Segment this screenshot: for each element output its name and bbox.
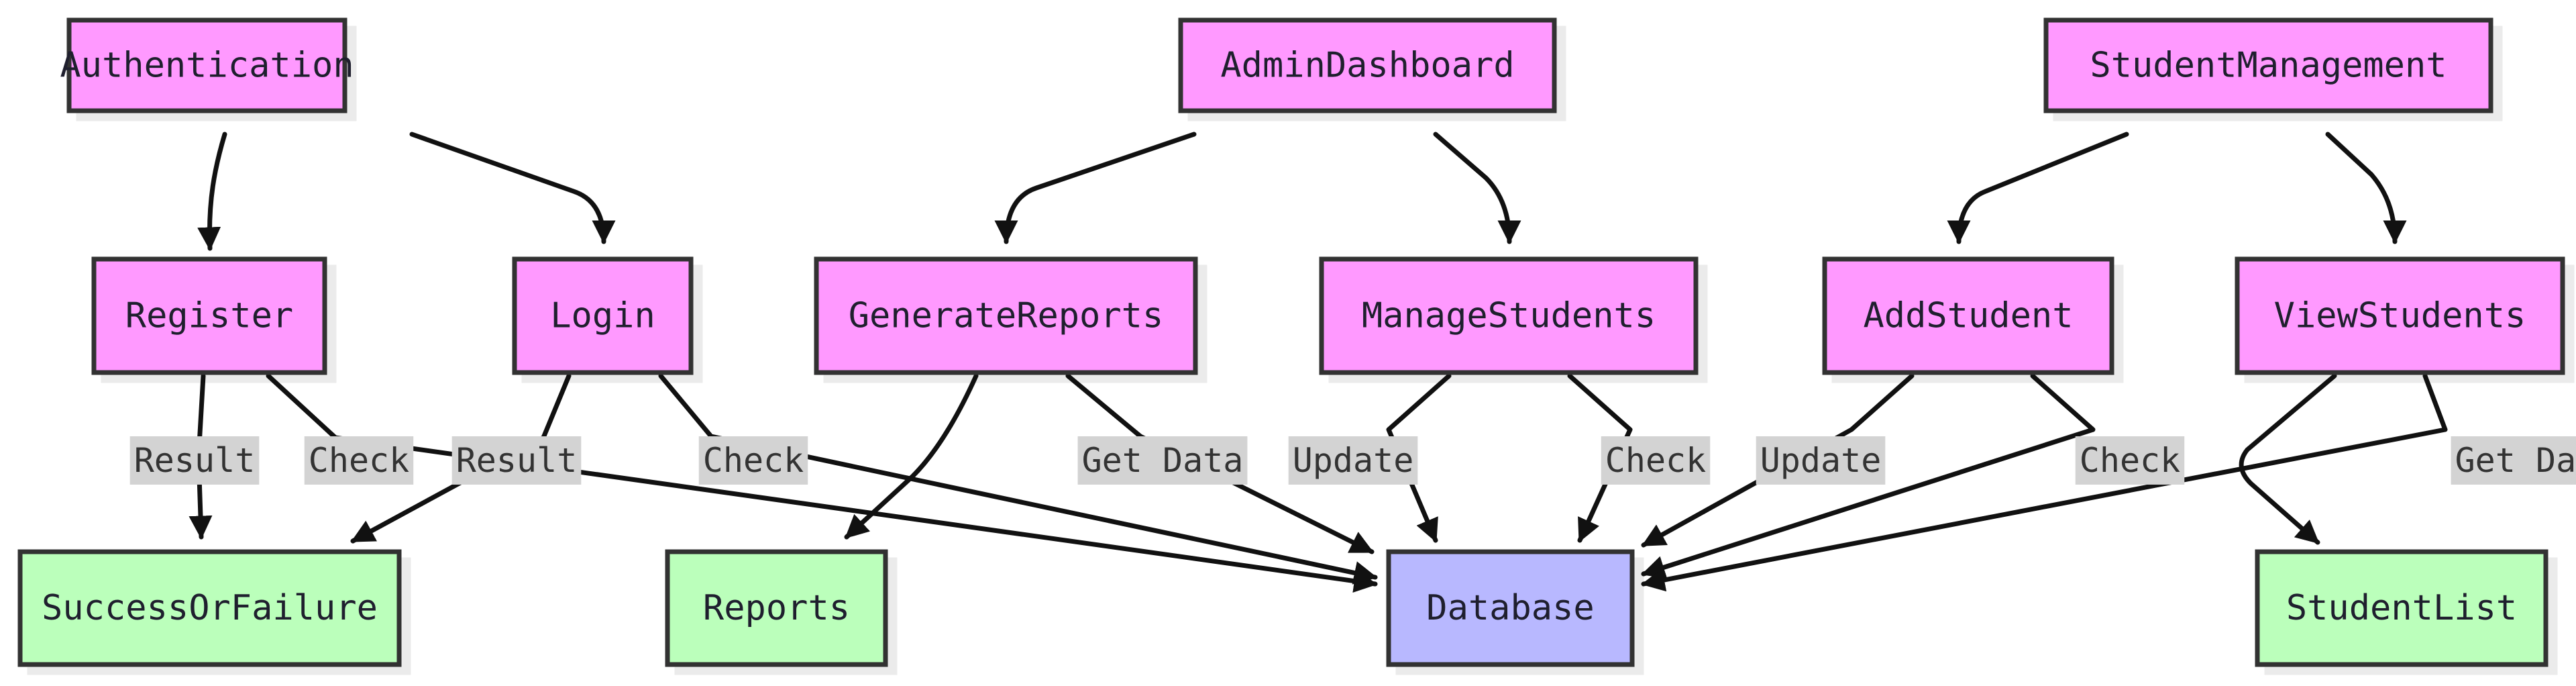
edge-label-register-to-database: Check bbox=[304, 436, 414, 485]
edge-label-text: Update bbox=[1293, 441, 1414, 480]
node-label: StudentList bbox=[2286, 588, 2517, 628]
edge-generate-reports-to-reports bbox=[844, 373, 979, 540]
node-student-management: StudentManagement bbox=[2043, 17, 2493, 113]
edge-label-background bbox=[1077, 436, 1248, 485]
edge-label-text: Check bbox=[1605, 441, 1707, 480]
edge-manage-students-to-database bbox=[1386, 373, 1452, 543]
edge-label-background bbox=[129, 436, 260, 485]
edge-label-background bbox=[698, 436, 808, 485]
node-box bbox=[814, 256, 1198, 375]
nodes-layer: Authentication AdminDashboard StudentManag… bbox=[17, 17, 2565, 667]
node-label: GenerateReports bbox=[849, 296, 1164, 336]
node-student-list: StudentList bbox=[2255, 549, 2548, 667]
node-login: Login bbox=[512, 256, 694, 375]
edge-label-background bbox=[1756, 436, 1886, 485]
edge-add-student-to-database bbox=[1641, 373, 1915, 548]
node-label: Register bbox=[125, 296, 293, 336]
node-box bbox=[91, 256, 327, 375]
edge-label-add-student-to-database: Update bbox=[1756, 436, 1886, 485]
edge-label-background bbox=[451, 436, 582, 485]
node-label: Reports bbox=[703, 588, 850, 628]
edge-label-login-to-database: Check bbox=[698, 436, 808, 485]
edge-label-text: Result bbox=[134, 441, 256, 480]
edge-label-text: Update bbox=[1760, 441, 1882, 480]
edge-label-background bbox=[1288, 436, 1418, 485]
edge-label-generate-reports-to-database: Get Data bbox=[1077, 436, 1248, 485]
edge-add-student-to-database bbox=[1641, 373, 2096, 579]
node-box bbox=[17, 549, 402, 667]
node-view-students: ViewStudents bbox=[2235, 256, 2565, 375]
node-box bbox=[1178, 17, 1557, 113]
edge-admin-dashboard-to-manage-students bbox=[1433, 132, 1521, 244]
node-box bbox=[1386, 549, 1635, 667]
node-box bbox=[2235, 256, 2565, 375]
edge-label-text: Check bbox=[309, 441, 410, 480]
edge-label-text: Get Data bbox=[1082, 441, 1244, 480]
node-label: Authentication bbox=[60, 46, 354, 86]
node-generate-reports: GenerateReports bbox=[814, 256, 1198, 375]
node-admin-dashboard: AdminDashboard bbox=[1178, 17, 1557, 113]
edge-label-background bbox=[2451, 436, 2576, 485]
edge-admin-dashboard-to-generate-reports bbox=[994, 132, 1197, 244]
edge-view-students-to-database bbox=[1641, 373, 2448, 592]
node-box bbox=[66, 17, 347, 113]
edge-manage-students-to-database bbox=[1567, 373, 1633, 543]
node-manage-students: ManageStudents bbox=[1319, 256, 1699, 375]
node-register: Register bbox=[91, 256, 327, 375]
node-reports: Reports bbox=[665, 549, 888, 667]
edge-authentication-to-login bbox=[409, 132, 616, 244]
node-add-student: AddStudent bbox=[1822, 256, 2114, 375]
node-label: Login bbox=[550, 296, 655, 336]
edge-label-text: Get Data bbox=[2455, 441, 2576, 480]
edge-label-view-students-to-database: Get Data bbox=[2451, 436, 2576, 485]
edge-label-login-to-success-or-failure: Result bbox=[451, 436, 582, 485]
node-box bbox=[1822, 256, 2114, 375]
edge-label-text: Result bbox=[456, 441, 578, 480]
edge-label-background bbox=[2075, 436, 2185, 485]
edge-authentication-to-register bbox=[197, 132, 227, 251]
node-box bbox=[2043, 17, 2493, 113]
edge-label-text: Check bbox=[703, 441, 804, 480]
edge-labels-layer: Result Check Result Check Get Data Update Chec… bbox=[129, 436, 2576, 485]
node-label: AdminDashboard bbox=[1220, 46, 1514, 86]
node-label: StudentManagement bbox=[2090, 46, 2447, 86]
edge-label-register-to-success-or-failure: Result bbox=[129, 436, 260, 485]
node-label: ViewStudents bbox=[2274, 296, 2526, 336]
edge-label-add-student-to-database: Check bbox=[2075, 436, 2185, 485]
edge-label-manage-students-to-database: Check bbox=[1601, 436, 1711, 485]
node-box bbox=[1319, 256, 1699, 375]
edge-label-manage-students-to-database: Update bbox=[1288, 436, 1418, 485]
node-authentication: Authentication bbox=[60, 17, 354, 113]
node-label: SuccessOrFailure bbox=[42, 588, 378, 628]
node-box bbox=[512, 256, 694, 375]
node-label: ManageStudents bbox=[1362, 296, 1656, 336]
node-label: Database bbox=[1426, 588, 1594, 628]
node-label: AddStudent bbox=[1863, 296, 2073, 336]
node-box bbox=[2255, 549, 2548, 667]
edge-student-management-to-view-students bbox=[2325, 132, 2407, 244]
node-database: Database bbox=[1386, 549, 1635, 667]
edge-student-management-to-add-student bbox=[1947, 132, 2129, 244]
edge-label-background bbox=[304, 436, 414, 485]
node-box bbox=[665, 549, 888, 667]
edges-layer bbox=[189, 132, 2448, 593]
edge-label-text: Check bbox=[2080, 441, 2181, 480]
node-success-or-failure: SuccessOrFailure bbox=[17, 549, 402, 667]
edge-label-background bbox=[1601, 436, 1711, 485]
